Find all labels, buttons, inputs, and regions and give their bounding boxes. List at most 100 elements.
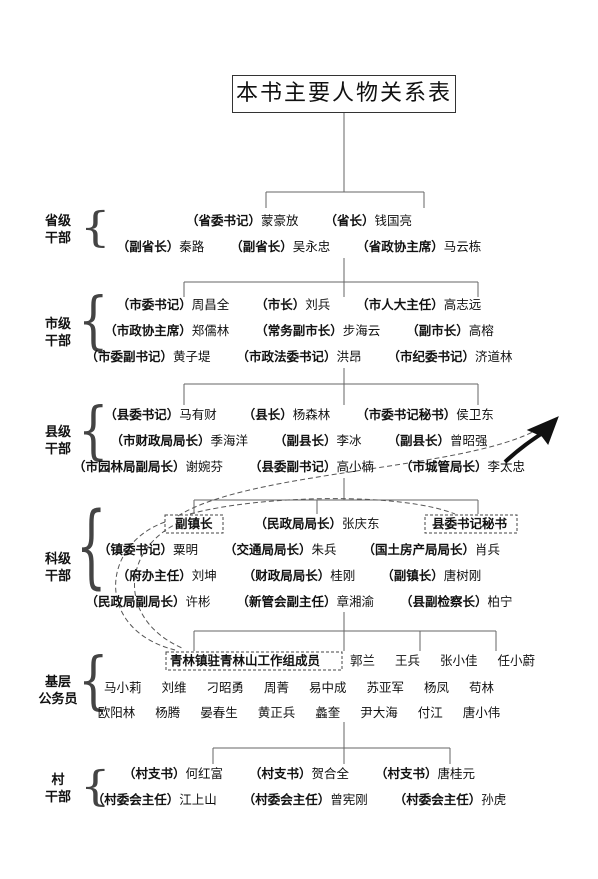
box-deputy-mayor: 副镇长	[175, 516, 213, 531]
person-name: 易中成	[309, 680, 347, 695]
section-row-1: （民政局局长）张庆东	[18, 515, 598, 533]
person-entry: （市委书记秘书）侯卫东	[356, 407, 494, 422]
person-name: 周菁	[263, 680, 289, 695]
person-entry: （副县长）曾昭强	[387, 433, 488, 448]
city-row-3: （市委副书记）黄子堤 （市政法委书记）洪昂 （市纪委书记）济道林	[0, 348, 598, 366]
city-row-2: （市政协主席）郑儒林 （常务副市长）步海云 （副市长）高榕	[0, 322, 598, 340]
brace-icon: {	[80, 204, 111, 252]
person-entry: （副省长）秦路	[116, 239, 205, 254]
village-row-1: （村支书）何红富 （村支书）贺合全 （村支书）唐桂元	[0, 765, 598, 783]
person-name: 刘维	[161, 680, 187, 695]
level-label-section: 科级干部	[44, 552, 71, 584]
person-entry: （副县长）李冰	[273, 433, 362, 448]
person-entry: （市委书记）周昌全	[116, 297, 230, 312]
person-name: 苟林	[469, 680, 495, 695]
level-label-village: 村干部	[44, 773, 71, 805]
person-name: 苏亚军	[366, 680, 405, 695]
person-entry: （市长）刘兵	[255, 297, 331, 312]
person-entry: （县副检察长）柏宁	[400, 594, 513, 609]
person-entry: （市园林局副局长）谢婉芬	[72, 459, 223, 474]
person-name: 郭兰	[350, 653, 376, 668]
grassroots-row-1: 郭兰 王兵 张小佳 任小蔚	[350, 652, 550, 670]
person-entry: （民政局局长）张庆东	[254, 516, 380, 531]
person-entry: （交通局局长）朱兵	[223, 542, 337, 557]
county-row-3: （市园林局副局长）谢婉芬 （县委副书记）高小楠 （市城管局长）李太忠	[0, 458, 598, 476]
person-entry: （市政协主席）郑儒林	[104, 323, 230, 338]
person-name: 黄正兵	[257, 705, 296, 720]
brace-icon: {	[76, 492, 107, 600]
person-entry: （省政协主席）马云栋	[356, 239, 482, 254]
person-name: 王兵	[395, 653, 421, 668]
person-entry: （村委会主任）曾宪刚	[242, 792, 368, 807]
box-county-secretary: 县委书记秘书	[432, 516, 508, 531]
person-entry: （市财政局局长）季海洋	[110, 433, 248, 448]
person-entry: （新管会副主任）章湘渝	[236, 594, 375, 609]
brace-icon: {	[80, 763, 111, 811]
county-row-2: （市财政局局长）季海洋 （副县长）李冰 （副县长）曾昭强	[0, 432, 598, 450]
person-name: 晏春生	[200, 705, 238, 720]
person-entry: （市委副书记）黄子堤	[85, 349, 211, 364]
person-entry: （财政局局长）桂刚	[242, 568, 356, 583]
brace-icon: {	[78, 644, 109, 718]
person-name: 杨凤	[424, 680, 450, 695]
person-entry: （市纪委书记）济道林	[387, 349, 513, 364]
person-name: 张小佳	[440, 653, 478, 668]
grassroots-row-3: 欧阳林杨腾晏春生黄正兵蠡奎尹大海付江唐小伟	[0, 704, 598, 722]
person-name: 马小莉	[103, 680, 142, 695]
level-label-grassroots: 基层公务员	[38, 675, 78, 707]
person-name: 杨腾	[155, 705, 181, 720]
person-entry: （府办主任）刘坤	[116, 568, 217, 583]
person-entry: （市城管局长）李太忠	[400, 459, 526, 474]
section-row-4: （民政局副局长）许彬 （新管会副主任）章湘渝 （县副检察长）柏宁	[0, 593, 598, 611]
village-row-2: （村委会主任）江上山 （村委会主任）曾宪刚 （村委会主任）孙虎	[0, 791, 598, 809]
person-entry: （县长）杨森林	[242, 407, 331, 422]
person-entry: （县委副书记）高小楠	[248, 459, 375, 474]
dashed-curve-to-houweidong	[177, 427, 541, 517]
person-name: 唐小伟	[462, 705, 501, 720]
person-entry: （副镇长）唐树刚	[381, 568, 482, 583]
level-label-province: 省级干部	[44, 214, 71, 246]
grassroots-row-2: 马小莉 刘维 刁昭勇 周菁 易中成 苏亚军 杨凤 苟林	[0, 679, 598, 697]
section-row-2: （镇委书记）粟明 （交通局局长）朱兵 （国土房产局局长）肖兵	[0, 541, 598, 559]
person-name: 刁昭勇	[206, 680, 244, 695]
person-entry: （副省长）吴永忠	[230, 239, 331, 254]
dashed-curve-left-outer	[115, 521, 176, 651]
person-entry: （省委书记）蒙豪放	[185, 213, 299, 228]
chart-title: 本书主要人物关系表	[232, 75, 456, 113]
person-entry: （民政局副局长）许彬	[85, 594, 211, 609]
person-entry: （省长）钱国亮	[324, 213, 413, 228]
county-row-1: （县委书记）马有财 （县长）杨森林 （市委书记秘书）侯卫东	[0, 406, 598, 424]
arrow-shaft	[503, 430, 546, 464]
brace-icon: {	[78, 284, 109, 358]
person-entry: （国土房产局局长）肖兵	[362, 542, 501, 557]
level-label-city: 市级干部	[44, 317, 71, 349]
person-entry: （村委会主任）江上山	[91, 792, 217, 807]
province-row-2: （副省长）秦路 （副省长）吴永忠 （省政协主席）马云栋	[0, 238, 598, 256]
box-bracket-work-group	[165, 651, 343, 671]
dashed-link-deputy-to-secretary	[189, 498, 456, 515]
person-entry: （村支书）贺合全	[248, 766, 350, 781]
box-work-group: 青林镇驻青林山工作组成员	[170, 653, 321, 668]
person-entry: （村支书）唐桂元	[375, 766, 476, 781]
box-bracket-deputy-mayor	[164, 514, 224, 534]
province-row-1: （省委书记）蒙豪放 （省长）钱国亮	[0, 212, 598, 230]
person-entry: （副市长）高榕	[406, 323, 494, 338]
person-name: 尹大海	[360, 705, 398, 720]
person-entry: （村委会主任）孙虎	[393, 792, 507, 807]
dashed-curve-left-inner	[134, 521, 183, 649]
person-name: 欧阳林	[97, 705, 136, 720]
city-row-1: （市委书记）周昌全 （市长）刘兵 （市人大主任）高志远	[0, 296, 598, 314]
person-entry: （县委书记）马有财	[104, 407, 217, 422]
person-entry: （市政法委书记）洪昂	[236, 349, 362, 364]
box-bracket-county-secretary	[424, 514, 518, 534]
person-name: 付江	[417, 705, 443, 720]
person-entry: （村支书）何红富	[122, 766, 223, 781]
person-entry: （常务副市长）步海云	[255, 323, 381, 338]
brace-icon: {	[78, 394, 109, 468]
section-row-3: （府办主任）刘坤 （财政局局长）桂刚 （副镇长）唐树刚	[0, 567, 598, 585]
level-label-county: 县级干部	[44, 425, 71, 457]
person-name: 任小蔚	[497, 653, 536, 668]
person-entry: （市人大主任）高志远	[356, 297, 482, 312]
